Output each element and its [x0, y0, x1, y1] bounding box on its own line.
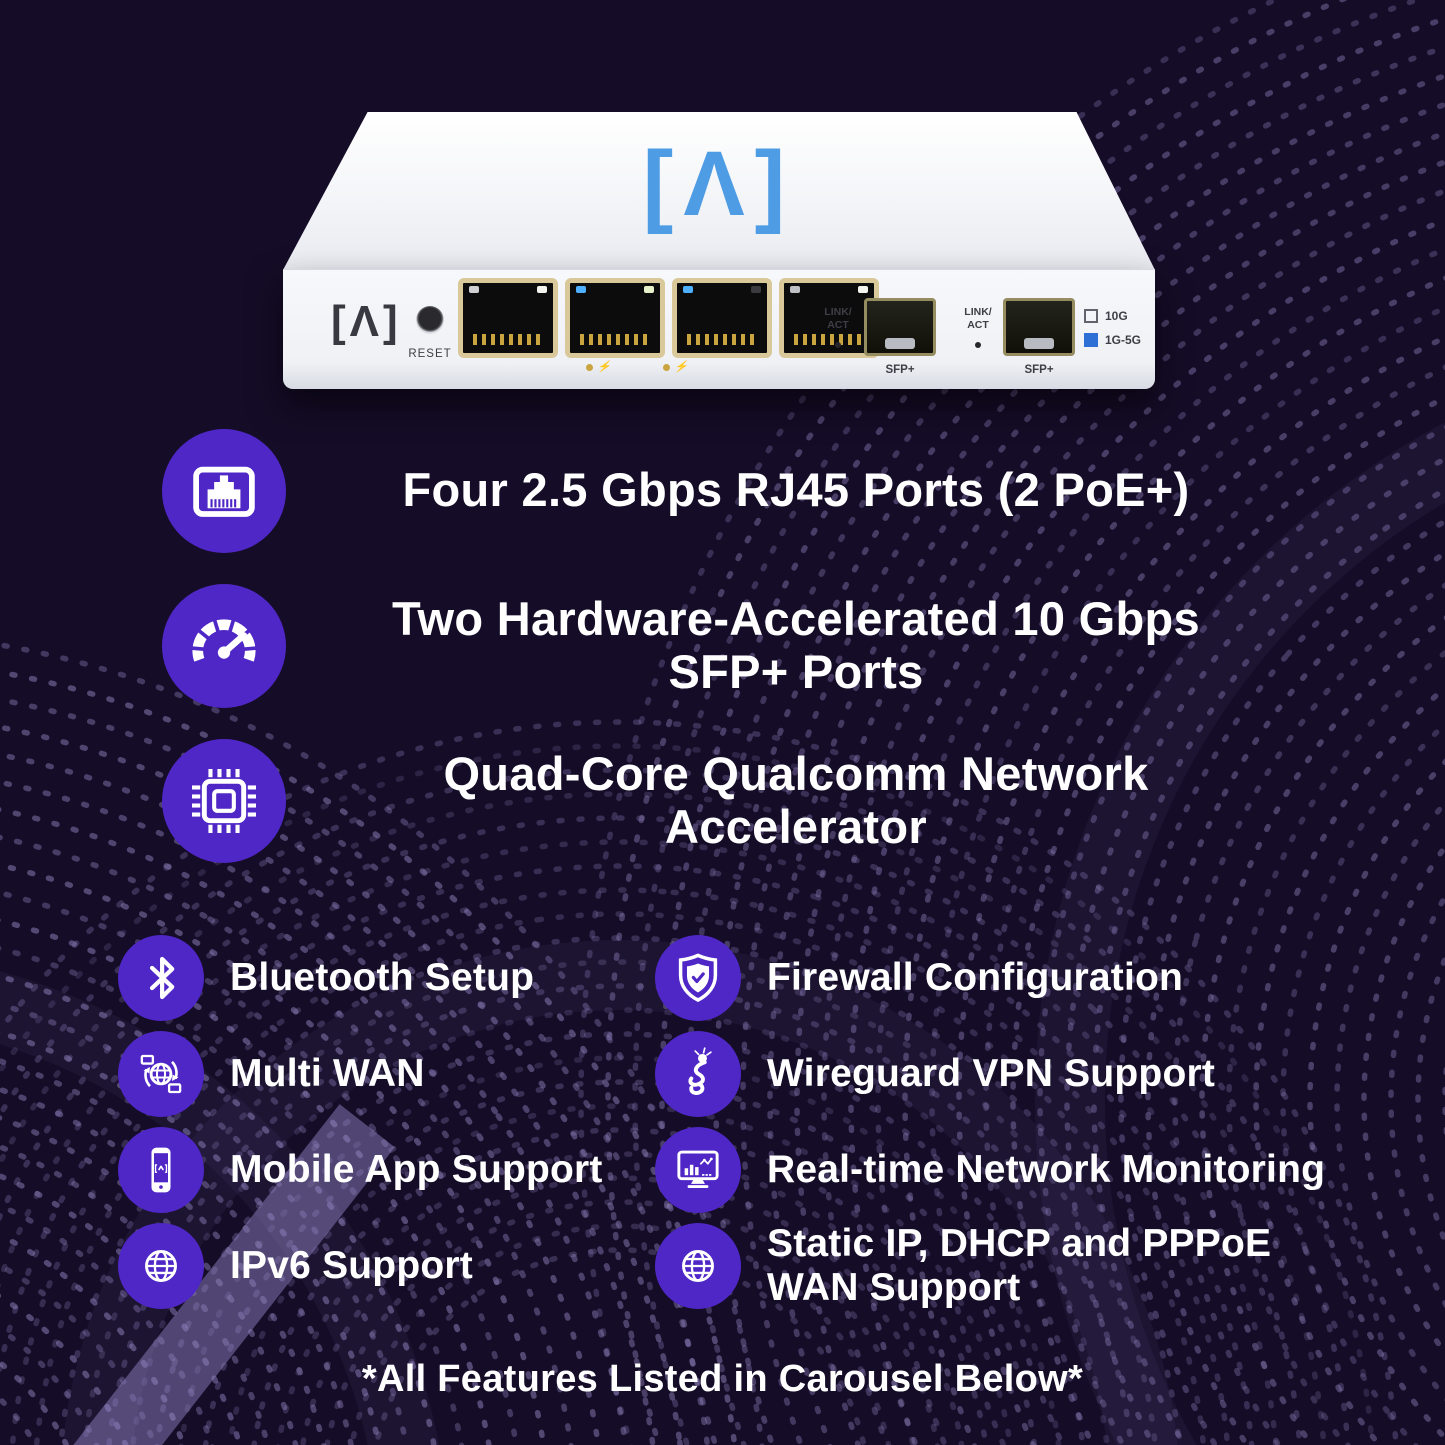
poe-led: [586, 364, 593, 371]
shield-check-icon: [655, 935, 741, 1021]
poe-led: [663, 364, 670, 371]
mobile-app-icon: [118, 1127, 204, 1213]
feature-column-left: Bluetooth Setup Multi WAN: [118, 930, 638, 1314]
poe-indicator: ⚡: [663, 362, 688, 373]
alta-logo-icon: [Λ]: [642, 133, 796, 235]
feature-text: Firewall Configuration: [767, 955, 1184, 999]
feature-text: Real-time Network Monitoring: [767, 1147, 1326, 1191]
monitor-chart-icon: [655, 1127, 741, 1213]
legend-label: 10G: [1105, 309, 1128, 323]
sfp-led: [975, 342, 981, 348]
link-act-label: LINK/ACT: [824, 306, 852, 331]
checkbox-checked-icon: [1084, 333, 1098, 347]
feature-text: Multi WAN: [230, 1051, 425, 1095]
alta-logo-icon: [Λ]: [331, 297, 402, 346]
feature-text: Quad-Core Qualcomm Network Accelerator: [443, 746, 1149, 853]
feature-item: Bluetooth Setup: [118, 930, 638, 1026]
feature-item: Static IP, DHCP and PPPoE WAN Support: [655, 1218, 1415, 1314]
poe-lightning-icon: ⚡: [674, 361, 688, 373]
speed-legend: 10G 1G-5G: [1084, 308, 1141, 356]
feature-item: IPv6 Support: [118, 1218, 638, 1314]
feature-column-right: Firewall Configuration Wireguard VPN Sup…: [655, 930, 1415, 1314]
legend-label: 1G-5G: [1105, 333, 1142, 347]
reset-label: RESET: [408, 348, 452, 360]
sfp-led: [835, 342, 841, 348]
sfp-label: SFP+: [1024, 364, 1054, 376]
rj45-port: [672, 278, 772, 358]
checkbox-unchecked-icon: [1084, 309, 1098, 323]
reset-button: [416, 306, 444, 334]
feature-item: Real-time Network Monitoring: [655, 1122, 1415, 1218]
link-act-label: LINK/ACT: [964, 306, 992, 331]
chip-icon: [162, 738, 286, 863]
feature-text: Two Hardware-Accelerated 10 Gbps SFP+ Po…: [391, 591, 1200, 698]
feature-text: Mobile App Support: [230, 1147, 603, 1191]
device-top-face: [Λ]: [283, 112, 1155, 270]
primary-features: Four 2.5 Gbps RJ45 Ports (2 PoE+): [0, 413, 1445, 878]
globe-icon: [118, 1223, 204, 1309]
device-front-face: [Λ] RESET ⚡ ⚡ LINK/ACT SFP+ LINK/ACT: [283, 269, 1155, 389]
feature-item: Mobile App Support: [118, 1122, 638, 1218]
footer-note: *All Features Listed in Carousel Below*: [361, 1358, 1084, 1400]
rj45-port: [458, 278, 558, 358]
feature-item: Multi WAN: [118, 1026, 638, 1122]
ethernet-port-icon: [162, 428, 286, 553]
sfp-label: SFP+: [885, 364, 915, 376]
bluetooth-icon: [118, 935, 204, 1021]
sfp-cage: [864, 298, 936, 356]
feature-text: Bluetooth Setup: [230, 955, 535, 999]
globe-icon: [655, 1223, 741, 1309]
multi-wan-icon: [118, 1031, 204, 1117]
feature-row: Four 2.5 Gbps RJ45 Ports (2 PoE+): [0, 413, 1445, 568]
sfp-cage: [1003, 298, 1075, 356]
reset-control: RESET: [408, 306, 452, 360]
feature-text: Static IP, DHCP and PPPoE WAN Support: [767, 1221, 1272, 1309]
feature-item: Wireguard VPN Support: [655, 1026, 1415, 1122]
poe-indicator: ⚡: [586, 362, 611, 373]
light-stripe: [0, 1104, 395, 1445]
feature-text: Four 2.5 Gbps RJ45 Ports (2 PoE+): [402, 463, 1190, 517]
feature-row: Quad-Core Qualcomm Network Accelerator: [0, 723, 1445, 878]
feature-text: Wireguard VPN Support: [767, 1051, 1216, 1095]
poe-lightning-icon: ⚡: [597, 361, 611, 373]
feature-item: Firewall Configuration: [655, 930, 1415, 1026]
speedometer-icon: [162, 583, 286, 708]
feature-text: IPv6 Support: [230, 1243, 473, 1287]
wireguard-icon: [655, 1031, 741, 1117]
legend-row-1g-5g: 1G-5G: [1084, 332, 1141, 348]
rj45-port: [565, 278, 665, 358]
legend-row-10g: 10G: [1084, 308, 1141, 324]
router-device: [Λ] [Λ] RESET ⚡ ⚡ LINK/ACT SFP+: [283, 112, 1155, 389]
feature-row: Two Hardware-Accelerated 10 Gbps SFP+ Po…: [0, 568, 1445, 723]
